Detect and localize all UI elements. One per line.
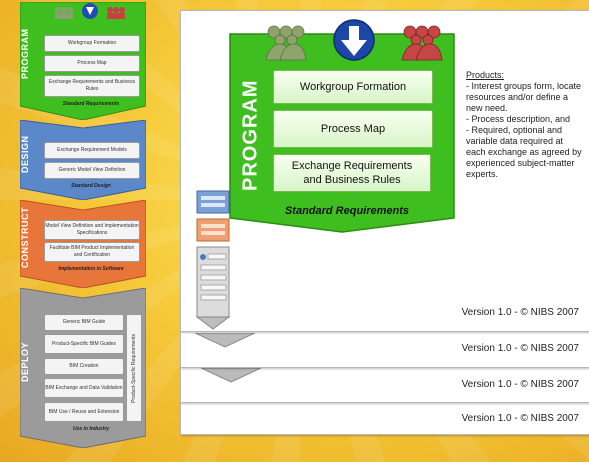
mini-deploy-side-label: Product-Specific Requirements <box>130 333 137 403</box>
products-heading: Products: <box>466 70 505 80</box>
people-icons <box>55 3 125 19</box>
mini-construct-item-1: Model View Definition and Implementation… <box>44 220 140 240</box>
version-text-3: Version 1.0 - © NIBS 2007 <box>461 379 579 390</box>
design-chevron-shape <box>20 120 146 200</box>
mini-design-footer: Standard Design <box>71 183 111 189</box>
mini-program-item-3: Exchange Requirements and Business Rules <box>44 75 140 97</box>
products-line-1: - Interest groups form, locate resources… <box>466 81 582 113</box>
program-box-process-map: Process Map <box>273 110 433 148</box>
mini-phase-program: PROGRAM Workgroup Formation Process Map … <box>20 2 146 120</box>
mini-program-item-2: Process Map <box>44 55 140 72</box>
mini-program-item-1: Workgroup Formation <box>44 35 140 52</box>
products-line-2: - Process description, and <box>466 114 571 124</box>
mini-phase-icons <box>195 190 231 330</box>
doc-page-4: Version 1.0 - © NIBS 2007 <box>180 400 589 435</box>
program-header-icons <box>265 19 443 61</box>
green-people-icon <box>265 25 307 61</box>
mini-phase-construct-label: CONSTRUCT <box>20 207 30 269</box>
red-people-icon <box>401 25 443 61</box>
mini-deploy-footer: Use in Industry <box>72 426 110 432</box>
mini-deploy-item-2: Product-Specific BIM Guides <box>44 334 124 354</box>
mini-construct-footer: Implementation in Software <box>58 266 124 272</box>
download-arrow-icon <box>333 19 375 61</box>
version-text-4: Version 1.0 - © NIBS 2007 <box>461 413 579 424</box>
program-title: PROGRAM <box>239 79 262 191</box>
program-box-workgroup-formation: Workgroup Formation <box>273 70 433 104</box>
mini-phase-design-label: DESIGN <box>20 135 30 173</box>
mini-phase-construct: CONSTRUCT Model View Definition and Impl… <box>20 200 146 288</box>
mini-phase-design: DESIGN Exchange Requirement Models Gener… <box>20 120 146 200</box>
mini-chevron-tip-2 <box>195 333 255 348</box>
mini-chevron-tip-3 <box>201 368 261 383</box>
program-footer: Standard Requirements <box>284 205 410 217</box>
mini-deploy-side: Product-Specific Requirements <box>126 314 142 422</box>
mini-phase-deploy: DEPLOY Generic BIM Guide Product-Specifi… <box>20 288 146 448</box>
version-text-2: Version 1.0 - © NIBS 2007 <box>461 343 579 354</box>
mini-design-item-2: Generic Model View Definition <box>44 162 140 179</box>
mini-phase-program-label: PROGRAM <box>20 28 30 80</box>
version-text-1: Version 1.0 - © NIBS 2007 <box>461 307 579 318</box>
mini-deploy-item-1: Generic BIM Guide <box>44 314 124 331</box>
mini-construct-item-2: Facilitate BIM Product Implementation an… <box>44 242 140 262</box>
mini-deploy-item-3: BIM Creation <box>44 358 124 375</box>
mini-design-item-1: Exchange Requirement Models <box>44 142 140 159</box>
mini-deploy-item-5: BIM Use / Reuse and Extension <box>44 402 124 422</box>
products-line-3: - Required, optional and variable data r… <box>466 125 582 179</box>
mini-program-footer: Standard Requirements <box>62 101 120 107</box>
mini-phase-deploy-label: DEPLOY <box>20 342 30 383</box>
mini-deploy-item-4: BIM Exchange and Data Validation <box>44 378 124 398</box>
doc-page-3: Version 1.0 - © NIBS 2007 <box>180 365 589 403</box>
doc-page-2: Version 1.0 - © NIBS 2007 <box>180 330 589 368</box>
products-description: Products: - Interest groups form, locate… <box>466 70 584 180</box>
program-box-exchange-requirements: Exchange Requirements and Business Rules <box>273 154 431 192</box>
